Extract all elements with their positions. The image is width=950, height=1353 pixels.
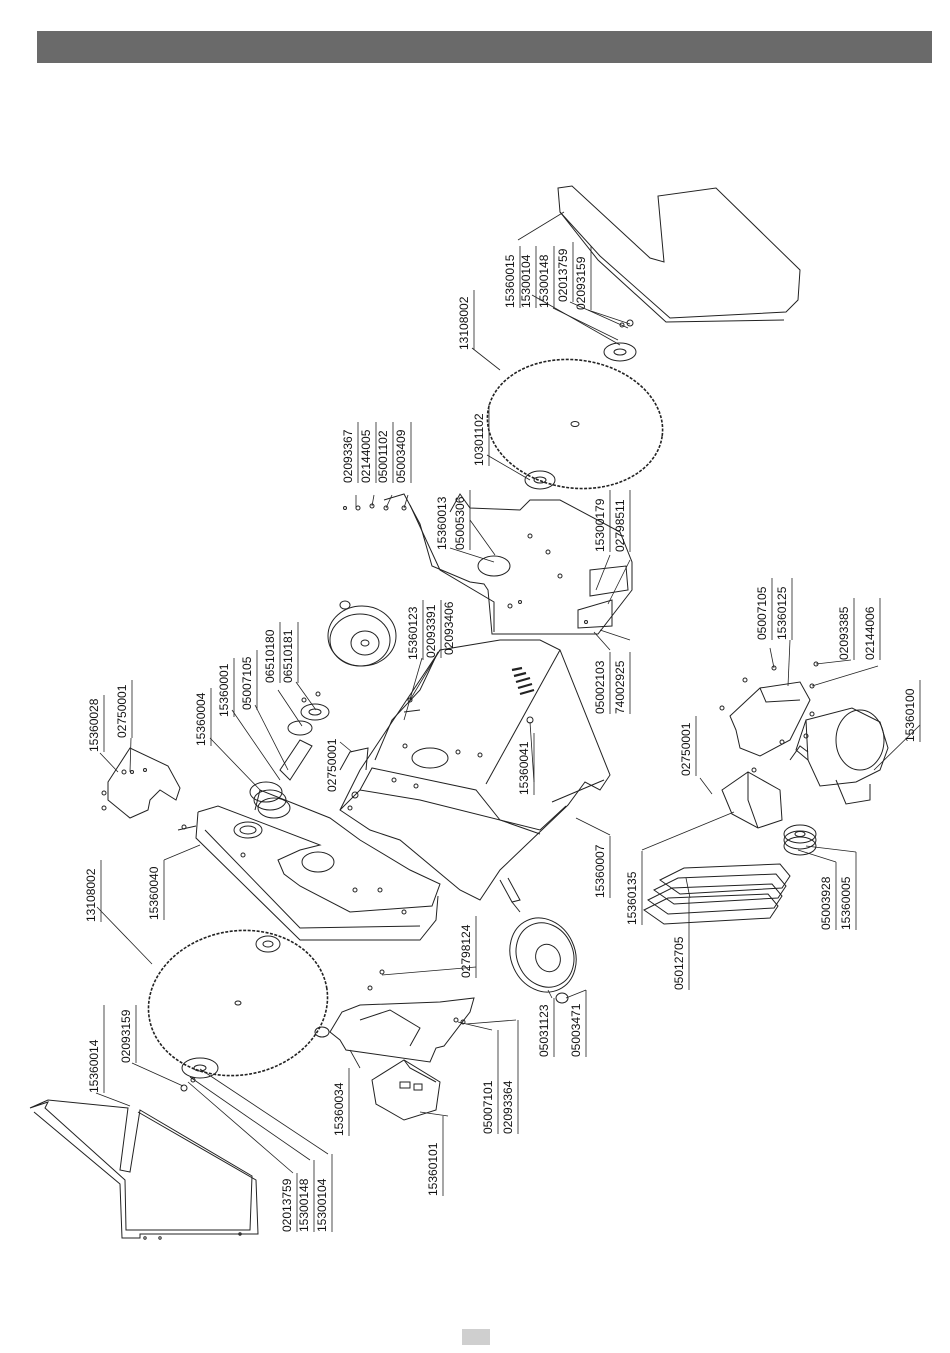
label-main-body-1: 15360041 xyxy=(517,741,531,795)
label-right-guard-5: 02093159 xyxy=(574,256,588,310)
label-main-body-3: 15360135 xyxy=(625,871,639,925)
label-shaft-2: 15360001 xyxy=(217,663,231,717)
label-left-frame: 15360040 xyxy=(147,866,161,920)
shaft-assembly xyxy=(177,691,330,858)
label-right-group-4: 05003409 xyxy=(394,429,408,483)
label-right-group-1: 02093367 xyxy=(341,429,355,483)
label-wheel-bottom-1: 05031123 xyxy=(537,1004,551,1057)
page-number-box xyxy=(462,1329,490,1345)
label-center-plate-1: 15360013 xyxy=(435,496,449,550)
label-left-lower-5: 15360101 xyxy=(426,1142,440,1196)
label-motor: 15360100 xyxy=(903,688,917,742)
belts xyxy=(643,863,791,925)
label-main-body-2: 15360007 xyxy=(593,844,607,898)
label-left-lower-2: 15360034 xyxy=(332,1082,346,1136)
label-left-guard-3: 02013759 xyxy=(280,1178,294,1232)
label-cover: 02750001 xyxy=(679,722,693,776)
right-blade-guard xyxy=(557,185,801,362)
left-lower-assembly xyxy=(314,969,475,1121)
label-shaft-4: 06510180 xyxy=(263,629,277,683)
label-wheel-top-1: 15360123 xyxy=(406,606,420,660)
label-shaft-3: 05007105 xyxy=(240,656,254,710)
label-left-lower-1: 02798124 xyxy=(459,924,473,978)
label-flange: 10301102 xyxy=(472,413,486,466)
wheel-top xyxy=(327,600,397,667)
label-left-lower-3: 05007101 xyxy=(481,1080,495,1134)
label-wheel-bottom-2: 05003471 xyxy=(569,1003,583,1057)
label-left-guard-2: 02093159 xyxy=(119,1009,133,1063)
label-right-group-3: 05001102 xyxy=(376,430,390,483)
label-bracket-1: 15360028 xyxy=(87,698,101,752)
label-motor-bolt-2: 02144006 xyxy=(863,606,877,660)
label-left-lower-4: 02093364 xyxy=(501,1080,515,1134)
label-right-guard-1: 15360015 xyxy=(503,254,517,308)
main-body xyxy=(339,639,611,913)
label-motor-plate-2: 15360125 xyxy=(775,586,789,640)
label-latch-1: 15300179 xyxy=(593,498,607,552)
left-blade-guard xyxy=(29,1099,259,1240)
label-motor-plate-1: 05007105 xyxy=(755,586,769,640)
label-right-blade: 13108002 xyxy=(457,296,471,350)
label-left-guard-5: 15300104 xyxy=(315,1178,329,1232)
label-latch-2: 02798511 xyxy=(613,499,627,552)
label-right-guard-3: 15300148 xyxy=(537,254,551,308)
label-wheel-top-2: 02093391 xyxy=(424,604,438,658)
label-feet-1: 05002103 xyxy=(593,660,607,714)
label-center-plate-2: 05005306 xyxy=(453,496,467,550)
top-bracket xyxy=(101,747,181,819)
pulley xyxy=(783,824,817,856)
motor xyxy=(789,707,889,805)
label-left-blade: 13108002 xyxy=(84,868,98,922)
label-bracket-2: 02750001 xyxy=(115,684,129,738)
motor-plate xyxy=(719,661,819,757)
label-left-guard-4: 15300148 xyxy=(297,1178,311,1232)
label-pulley-2: 15360005 xyxy=(839,876,853,930)
left-frame xyxy=(195,789,441,953)
right-saw-blade xyxy=(486,358,664,490)
left-saw-blade xyxy=(147,929,329,1092)
header-bar xyxy=(37,31,932,63)
label-right-guard-2: 15300104 xyxy=(519,254,533,308)
label-shaft-1: 15360004 xyxy=(194,692,208,746)
label-motor-bolt-1: 02093385 xyxy=(837,606,851,660)
label-shaft-5: 06510181 xyxy=(281,629,295,683)
label-belts: 05012705 xyxy=(672,936,686,990)
wheel-bottom xyxy=(509,917,577,1004)
label-center-bolt: 02750001 xyxy=(325,738,339,792)
label-wheel-top-3: 02093406 xyxy=(442,601,456,655)
label-feet-2: 74002925 xyxy=(613,660,627,714)
label-pulley-1: 05003928 xyxy=(819,876,833,930)
label-right-group-2: 02144005 xyxy=(359,429,373,483)
label-left-guard-1: 15360014 xyxy=(87,1039,101,1093)
label-right-guard-4: 02013759 xyxy=(556,248,570,302)
cover xyxy=(721,767,783,829)
center-plate xyxy=(343,493,633,635)
